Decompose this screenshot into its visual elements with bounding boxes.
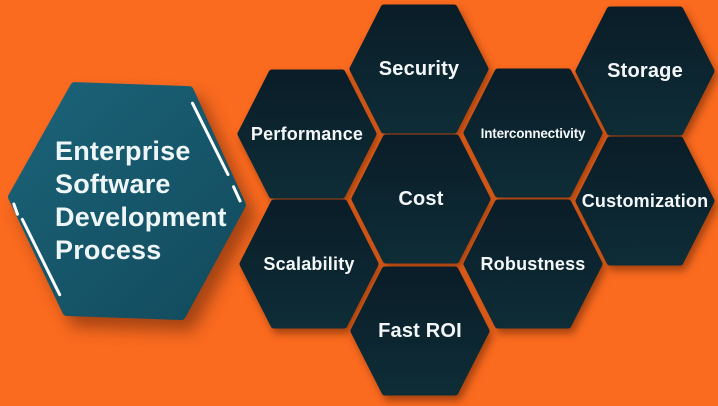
hexagon-shape: [350, 266, 490, 396]
hexagon-label: Robustness: [480, 253, 586, 274]
hexagon-label: Cost: [398, 187, 444, 210]
hexagon-security: Security: [349, 4, 489, 134]
hexagon-label: Interconnectivity: [480, 125, 586, 141]
hexagon-label: Scalability: [263, 253, 355, 274]
hexagon-shape: [463, 199, 603, 329]
hexagon-enterprise-process: Enterprise Software Development Process: [7, 82, 247, 320]
title-line: Development: [55, 202, 227, 232]
hexagon-shape: [237, 69, 377, 199]
hexagon-shape: [8, 82, 246, 320]
hexagon-fast-roi: Fast ROI: [350, 266, 490, 396]
title-line: Enterprise: [55, 136, 191, 166]
hexagon-label: Fast ROI: [378, 319, 462, 342]
hexagon-shape: [463, 68, 603, 198]
hexagon-shape: [351, 134, 491, 264]
hexagon-storage: Storage: [575, 6, 715, 136]
hexagon-customization: Customization: [575, 136, 715, 266]
hexagon-scalability: Scalability: [239, 199, 379, 329]
hexagon-label: Storage: [607, 59, 683, 82]
title-line: Process: [55, 235, 162, 265]
title-line: Software: [55, 169, 171, 199]
hexagon-cost: Cost: [351, 134, 491, 264]
hexagon-label: Security: [378, 57, 460, 80]
highlight-strokes: [12, 101, 242, 297]
hexagon-label: Performance: [250, 123, 364, 144]
hexagon-label: Customization: [581, 190, 709, 211]
hexagon-shape: [349, 4, 489, 134]
hexagon-shape: [239, 199, 379, 329]
hexagon-shape: [575, 6, 715, 136]
hexagon-interconnectivity: Interconnectivity: [463, 68, 603, 198]
hexagon-shape: [575, 136, 715, 266]
hexagon-performance: Performance: [237, 69, 377, 199]
diagram-title: Enterprise Software Development Process: [55, 135, 227, 267]
hexagon-robustness: Robustness: [463, 199, 603, 329]
